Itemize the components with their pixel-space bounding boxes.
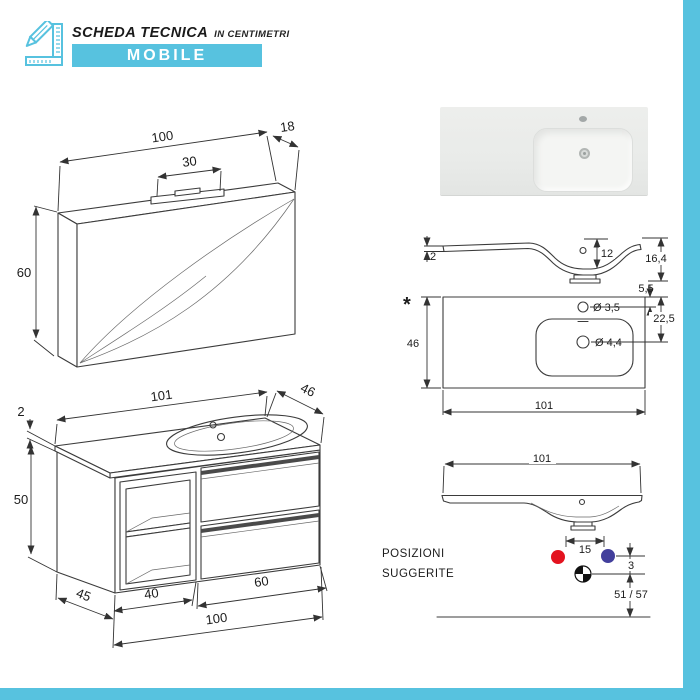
overflow-hole-mark	[579, 246, 587, 255]
hot-water-dot	[551, 550, 565, 564]
photo-tap-hole	[579, 116, 587, 122]
note-marker: *	[403, 294, 411, 316]
dim-fv-tap-spacing: 15	[579, 544, 591, 556]
vanity-drawing: 101 46 2 50 45 40 60	[12, 380, 328, 649]
page-title: SCHEDA TECNICA IN CENTIMETRI	[72, 25, 392, 41]
tap-hole-top	[577, 301, 589, 313]
dim-tv-width: 101	[535, 400, 553, 412]
dim-v-drawer-width: 60	[253, 573, 269, 590]
accent-bar-bottom	[0, 688, 700, 700]
dim-v-height: 50	[14, 492, 28, 507]
dim-mc-width: 100	[151, 128, 175, 146]
photo-basin	[533, 128, 633, 192]
dim-mc-depth: 18	[279, 118, 295, 135]
dim-tv-tap-offset: 5,5	[638, 283, 653, 295]
dim-mc-height: 60	[17, 265, 31, 280]
dim-cs-height: 16,4	[645, 253, 666, 265]
dim-v-top-width: 101	[150, 387, 173, 405]
washbasin-front-view-drawing: 101 15 3 51 / 57 POSIZIONI	[382, 453, 653, 618]
dim-cs-depth: 12	[601, 248, 613, 260]
banner-label: MOBILE	[126, 46, 208, 64]
washbasin-section-drawing: 2 12 16,4	[423, 236, 673, 284]
dim-mc-lamp: 30	[181, 153, 197, 170]
dim-tv-drain-offset: 22,5	[653, 313, 674, 325]
dim-fv-drain-height: 51 / 57	[614, 589, 648, 601]
label-tap-hole-diameter: Ø 3,5	[593, 302, 620, 314]
photo-drain-hole	[579, 148, 590, 159]
suggested-positions-line1: POSIZIONI	[382, 548, 445, 560]
basin-top-outline	[535, 318, 634, 377]
dim-cs-thickness: 2	[430, 251, 436, 263]
dim-v-width: 100	[205, 610, 229, 628]
dim-fv-width: 101	[533, 453, 551, 465]
title-text: SCHEDA TECNICA	[72, 25, 209, 41]
mirror-cabinet-drawing: 100 18 30 60	[15, 118, 300, 368]
dim-v-shelf-width: 40	[143, 585, 159, 602]
dim-v-top-depth: 46	[298, 380, 318, 400]
section-banner: MOBILE	[72, 44, 262, 67]
lamp-cap	[174, 187, 201, 197]
drain-mark	[216, 432, 226, 442]
suggested-positions-line2: SUGGERITE	[382, 568, 454, 580]
cold-water-dot	[601, 549, 615, 563]
drain-hole-top	[576, 335, 590, 349]
accent-bar-right	[683, 0, 700, 700]
dim-fv-gap: 3	[628, 560, 634, 572]
dim-v-thickness: 2	[17, 404, 24, 419]
ruler-pencil-icon	[23, 18, 69, 74]
subtitle-text: IN CENTIMETRI	[214, 29, 290, 40]
washbasin-top-view-drawing: * Ø 3,5 Ø 4,4 46 101 5,5 22,5	[403, 283, 679, 416]
pencil-glyph	[25, 18, 55, 47]
washbasin-photo	[440, 107, 648, 195]
tap-hole-front	[578, 498, 586, 506]
dim-tv-depth: 46	[407, 338, 419, 350]
label-drain-diameter: Ø 4,4	[595, 337, 622, 349]
dim-v-side-depth: 45	[74, 585, 93, 604]
